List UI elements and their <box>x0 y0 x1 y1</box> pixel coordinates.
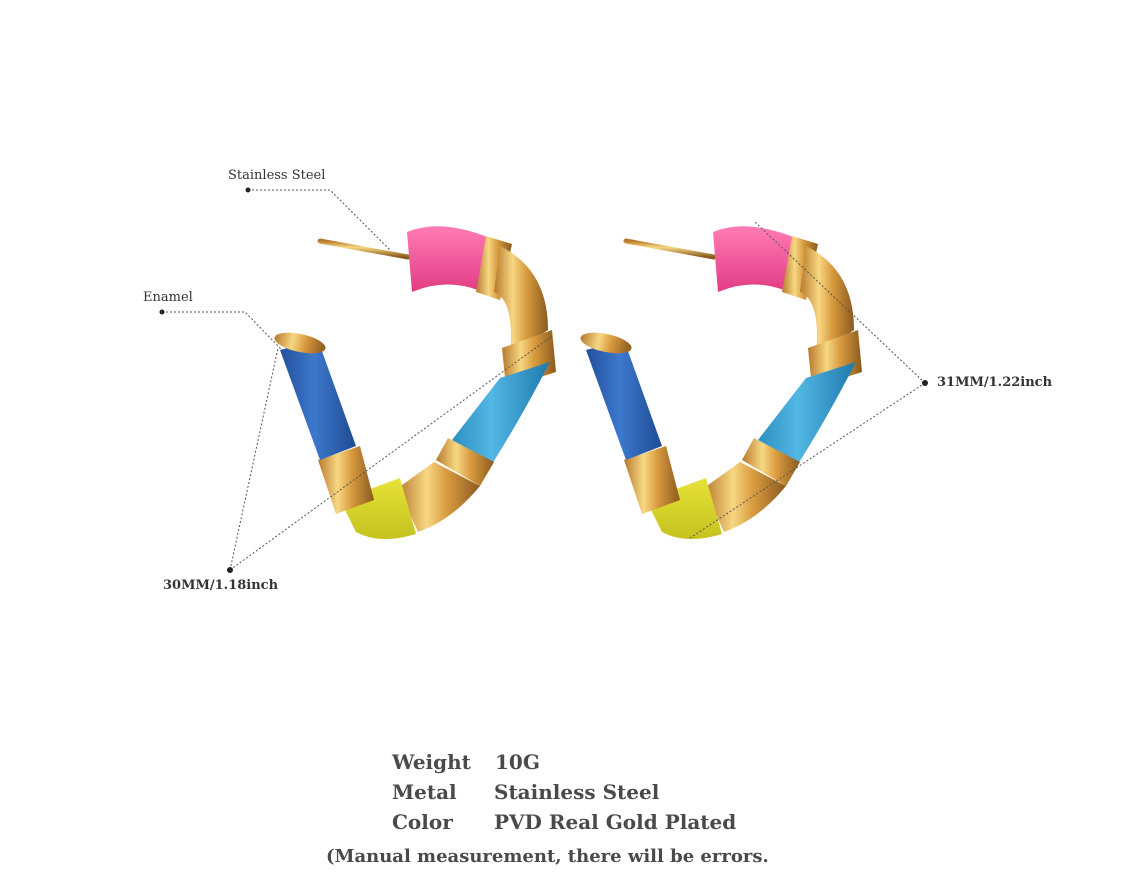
earring-left <box>274 226 556 540</box>
spec-key: Color <box>392 810 453 834</box>
height-dimension-label: 31MM/1.22inch <box>937 375 1053 390</box>
spec-table: Weight 10G Metal Stainless Steel Color P… <box>392 750 792 840</box>
spec-value: 10G <box>495 750 540 774</box>
spec-row-weight: Weight 10G <box>392 750 792 780</box>
spec-key: Metal <box>392 780 457 804</box>
spec-row-metal: Metal Stainless Steel <box>392 780 792 810</box>
earring-right <box>580 226 862 540</box>
callout-lines <box>162 189 926 571</box>
spec-key: Weight <box>392 750 471 774</box>
enamel-callout: Enamel <box>143 290 193 305</box>
measurement-note: (Manual measurement, there will be error… <box>326 846 769 867</box>
stainless-steel-callout: Stainless Steel <box>228 168 326 183</box>
width-dimension-label: 30MM/1.18inch <box>163 578 279 593</box>
spec-value: Stainless Steel <box>494 780 660 804</box>
spec-row-color: Color PVD Real Gold Plated <box>392 810 792 840</box>
callout-dots <box>159 187 928 573</box>
spec-value: PVD Real Gold Plated <box>494 810 737 834</box>
